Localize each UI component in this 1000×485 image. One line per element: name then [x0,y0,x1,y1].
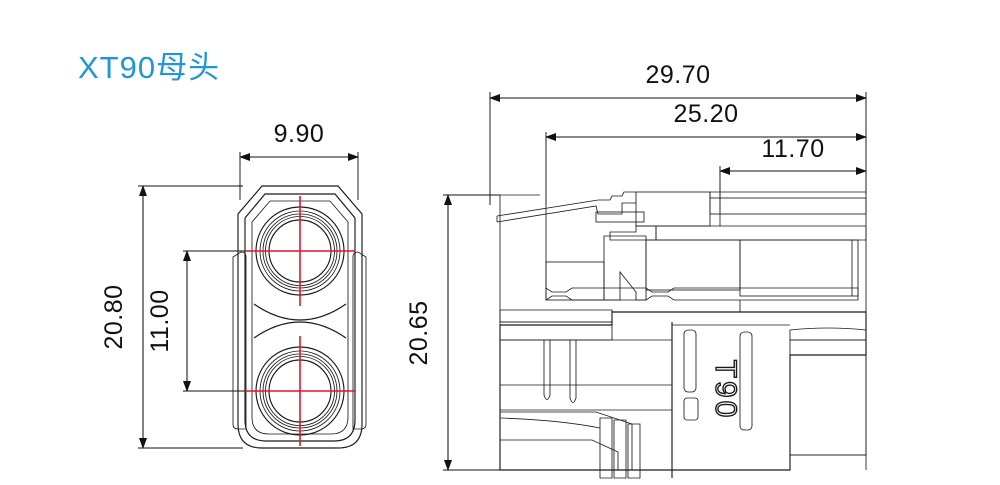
dimension-label-20-65: 20.65 [405,300,433,365]
front-view-centerlines [245,196,355,446]
front-view: 9.90 20.80 11.00 [100,120,367,449]
side-section-view: 29.70 25.20 11.70 20.65 [405,61,867,479]
drawing-title: XT90母头 [78,50,220,85]
dimension-20-80: 20.80 [100,185,243,449]
side-view-rear-curve [789,327,867,341]
side-view-latch-tab [599,417,641,479]
dimension-29-70: 29.70 [489,61,867,205]
dimension-label-11-70: 11.70 [761,135,824,163]
dimension-11-00: 11.00 [146,250,300,392]
side-view-front-fins [500,339,672,411]
dimension-20-65: 20.65 [405,194,500,471]
side-view-embossed-marking: T90 [683,329,753,431]
side-view-latch-blade [496,191,636,223]
front-view-body-outline [237,185,363,449]
dimension-label-29-70: 29.70 [645,61,710,89]
dimension-label-11-00: 11.00 [146,289,174,352]
dimension-11-70: 11.70 [719,135,867,210]
side-view-shell-lower [545,287,859,301]
dimension-label-25-20: 25.20 [673,100,738,128]
side-view-lower-skirt [499,411,633,471]
emboss-label-t90: T90 [709,360,742,421]
emboss-bar-small [683,397,699,421]
dimension-label-9-90: 9.90 [274,120,325,148]
dimension-9-90: 9.90 [239,120,359,200]
front-view-waist-feature [253,303,347,339]
side-view-contact-lug [595,211,645,223]
emboss-bar-left [683,329,697,393]
dimension-25-20: 25.20 [545,100,867,205]
side-view-shell-step-upper [609,225,657,241]
dimension-label-20-80: 20.80 [100,284,128,349]
emboss-bar-right [739,331,753,431]
